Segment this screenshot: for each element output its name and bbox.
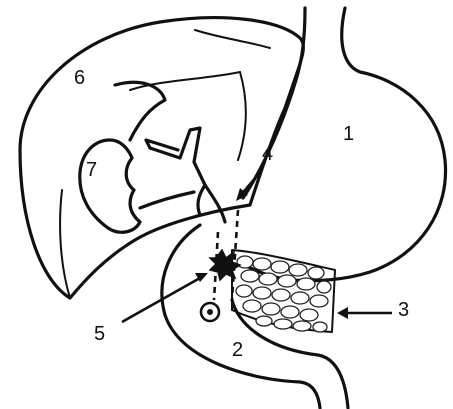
label-6: 6 [74,67,85,89]
label-1: 1 [343,123,354,145]
papilla-icon [201,303,219,321]
label-2: 2 [232,339,243,361]
label-4: 4 [262,143,273,165]
arrow-3 [337,307,392,319]
label-5: 5 [94,323,105,345]
hepatic-lobe-outline [115,72,246,160]
pancreas-tissue [232,250,335,332]
liver-outline [20,18,303,298]
gallbladder-outline [80,140,140,232]
arrow-4 [236,170,262,201]
label-3: 3 [398,299,409,321]
label-7: 7 [86,159,97,181]
